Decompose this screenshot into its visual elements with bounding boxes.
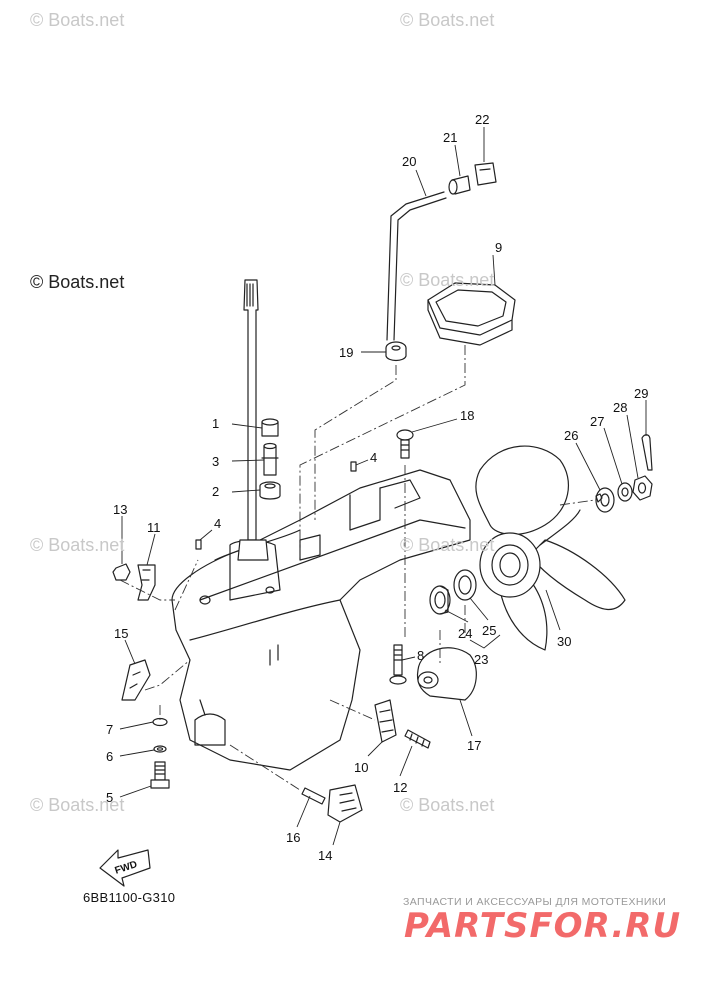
part-30-propeller xyxy=(475,445,626,651)
callout-26: 26 xyxy=(564,428,578,443)
part-21-grommet xyxy=(448,175,471,195)
part-29-cotter-pin xyxy=(641,434,653,471)
callout-2: 2 xyxy=(212,484,219,499)
watermark: © Boats.net xyxy=(400,535,495,555)
part-16-bolt xyxy=(301,787,326,805)
callout-27: 27 xyxy=(590,414,604,429)
callout-8: 8 xyxy=(417,648,424,663)
part-17-cover xyxy=(416,647,477,701)
callout-29: 29 xyxy=(634,386,648,401)
part-19-fitting xyxy=(385,341,407,362)
part-4-dowel-b xyxy=(350,461,357,472)
callout-9: 9 xyxy=(495,240,502,255)
callout-6: 6 xyxy=(106,749,113,764)
part-2-seal xyxy=(259,481,281,500)
part-4-dowel xyxy=(195,539,202,550)
callout-1: 1 xyxy=(212,416,219,431)
callout-25: 25 xyxy=(482,623,496,638)
watermark: © Boats.net xyxy=(400,270,495,290)
callout-7: 7 xyxy=(106,722,113,737)
callout-23: 23 xyxy=(474,652,488,667)
part-3-sleeve xyxy=(261,442,279,476)
callout-12: 12 xyxy=(393,780,407,795)
part-27-washer xyxy=(617,482,633,502)
callout-5: 5 xyxy=(106,790,113,805)
callout-15: 15 xyxy=(114,626,128,641)
lower-casing xyxy=(171,469,471,771)
callout-3: 3 xyxy=(212,454,219,469)
part-22-clip xyxy=(474,162,497,186)
callout-4: 4 xyxy=(214,516,221,531)
diagram-code: 6BB1100-G310 xyxy=(83,890,176,905)
fwd-arrow xyxy=(99,849,151,887)
part-15-trim-tab xyxy=(121,659,151,701)
part-20-tube xyxy=(386,191,447,341)
brand-logo[interactable]: PARTSFOR.RU xyxy=(404,906,682,946)
callout-16: 16 xyxy=(286,830,300,845)
part-1-bushing xyxy=(261,418,279,437)
watermark: © Boats.net xyxy=(30,535,125,555)
callout-11: 11 xyxy=(147,520,161,535)
watermark: © Boats.net xyxy=(400,10,495,30)
watermark: © Boats.net xyxy=(30,795,125,815)
callout-19: 19 xyxy=(339,345,353,360)
callout-18: 18 xyxy=(460,408,474,423)
part-13-nut xyxy=(112,563,131,581)
part-5-bolt xyxy=(150,761,170,789)
part-14-anode xyxy=(327,784,363,823)
part-6-washer xyxy=(153,745,167,753)
watermark: © Boats.net xyxy=(400,795,495,815)
part-24-thrust-washer xyxy=(429,585,451,615)
callout-28: 28 xyxy=(613,400,627,415)
callout-20: 20 xyxy=(402,154,416,169)
callout-24: 24 xyxy=(458,626,472,641)
callout-17: 17 xyxy=(467,738,481,753)
part-12-bolt xyxy=(404,729,431,749)
callout-13: 13 xyxy=(113,502,127,517)
callout-22: 22 xyxy=(475,112,489,127)
callout-30: 30 xyxy=(557,634,571,649)
part-8-bolt xyxy=(389,644,407,685)
part-28-nut xyxy=(632,475,653,501)
callout-21: 21 xyxy=(443,130,457,145)
callout-10: 10 xyxy=(354,760,368,775)
part-9-gasket xyxy=(427,282,516,346)
callout-labels: 1 2 3 4 4 5 6 7 8 9 10 11 12 13 14 15 16… xyxy=(106,112,648,863)
part-25-spacer xyxy=(453,569,477,601)
drive-shaft xyxy=(237,279,269,561)
part-26-spacer xyxy=(595,487,615,513)
watermark-main: © Boats.net xyxy=(30,272,125,292)
part-18-bolt xyxy=(396,429,414,459)
callout-4b: 4 xyxy=(370,450,377,465)
brand-tagline: ЗАПЧАСТИ И АКСЕССУАРЫ ДЛЯ МОТОТЕХНИКИ xyxy=(403,896,667,908)
callout-14: 14 xyxy=(318,848,332,863)
watermark: © Boats.net xyxy=(30,10,125,30)
